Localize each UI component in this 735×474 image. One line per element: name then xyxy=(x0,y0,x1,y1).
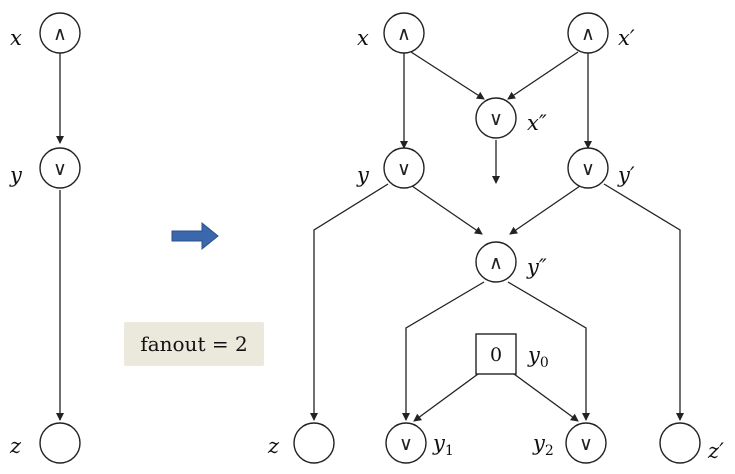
or-gate-icon: ∨ xyxy=(581,158,595,180)
node-label-y2: y2 xyxy=(532,431,554,459)
left-node-x: ∧ x xyxy=(10,12,81,54)
right-node-z: z xyxy=(267,422,335,464)
right-node-yprime: ∨ y′ xyxy=(567,147,635,189)
right-node-zprime: z′ xyxy=(659,422,724,464)
edge-x-xpp xyxy=(410,51,485,100)
fanout-label: fanout = 2 xyxy=(124,322,264,366)
transform-arrow-icon xyxy=(171,221,219,251)
right-node-xdoubleprime: ∨ x″ xyxy=(475,97,547,139)
right-node-x: ∧ x xyxy=(357,12,425,54)
node-label-y: y xyxy=(356,163,370,187)
node-label-y1: y1 xyxy=(432,431,454,459)
gate-circle xyxy=(383,147,425,189)
gate-circle xyxy=(475,97,517,139)
right-circuit: ∧ x ∧ x′ ∨ x″ ∨ y ∨ y′ ∧ y″ xyxy=(267,12,724,464)
edge-y-z xyxy=(310,183,389,421)
node-label-y0: y0 xyxy=(527,343,549,371)
gate-circle xyxy=(567,12,609,54)
node-label-zprime: z′ xyxy=(707,439,724,463)
node-label-xdoubleprime: x″ xyxy=(527,111,547,135)
edge-y0-y1 xyxy=(413,373,479,422)
node-label-y: y xyxy=(9,163,23,187)
node-label-z: z xyxy=(9,434,22,458)
right-node-y2: ∨ y2 xyxy=(532,422,607,464)
or-gate-icon: ∨ xyxy=(399,433,413,455)
left-circuit: ∧ x ∨ y z xyxy=(9,12,81,464)
output-circle xyxy=(39,422,81,464)
left-node-y: ∨ y xyxy=(9,147,81,189)
gate-circle xyxy=(565,422,607,464)
constant-box xyxy=(475,333,517,375)
edge-yp-ypp xyxy=(509,185,581,235)
node-label-xprime: x′ xyxy=(618,26,635,50)
or-gate-icon: ∨ xyxy=(489,108,503,130)
node-label-ydoubleprime: y″ xyxy=(526,255,547,279)
and-gate-icon: ∧ xyxy=(53,23,67,45)
gate-circle xyxy=(39,12,81,54)
or-gate-icon: ∨ xyxy=(53,158,67,180)
right-node-y: ∨ y xyxy=(356,147,425,189)
right-node-ydoubleprime: ∧ y″ xyxy=(475,241,547,283)
and-gate-icon: ∧ xyxy=(397,23,411,45)
edge-ypp-y1 xyxy=(402,281,485,421)
node-label-x: x xyxy=(357,26,369,50)
right-node-xprime: ∧ x′ xyxy=(567,12,635,54)
constant-zero: 0 xyxy=(490,344,502,366)
edge-yp-zp xyxy=(603,183,684,421)
node-label-yprime: y′ xyxy=(617,163,635,187)
right-node-y0: 0 y0 xyxy=(475,333,549,375)
and-gate-icon: ∧ xyxy=(489,252,503,274)
gate-circle xyxy=(567,147,609,189)
edge-y0-y2 xyxy=(513,373,579,422)
edge-ypp-y2 xyxy=(507,281,590,421)
right-node-y1: ∨ y1 xyxy=(385,422,454,464)
or-gate-icon: ∨ xyxy=(397,158,411,180)
output-circle xyxy=(659,422,701,464)
or-gate-icon: ∨ xyxy=(579,433,593,455)
and-gate-icon: ∧ xyxy=(581,23,595,45)
node-label-x: x xyxy=(10,26,22,50)
gate-circle xyxy=(475,241,517,283)
node-label-z: z xyxy=(267,434,280,458)
output-circle xyxy=(293,422,335,464)
edge-y-ypp xyxy=(411,185,483,235)
gate-circle xyxy=(383,12,425,54)
gate-circle xyxy=(385,422,427,464)
left-node-z: z xyxy=(9,422,81,464)
gate-circle xyxy=(39,147,81,189)
edge-xp-xpp xyxy=(507,51,579,100)
